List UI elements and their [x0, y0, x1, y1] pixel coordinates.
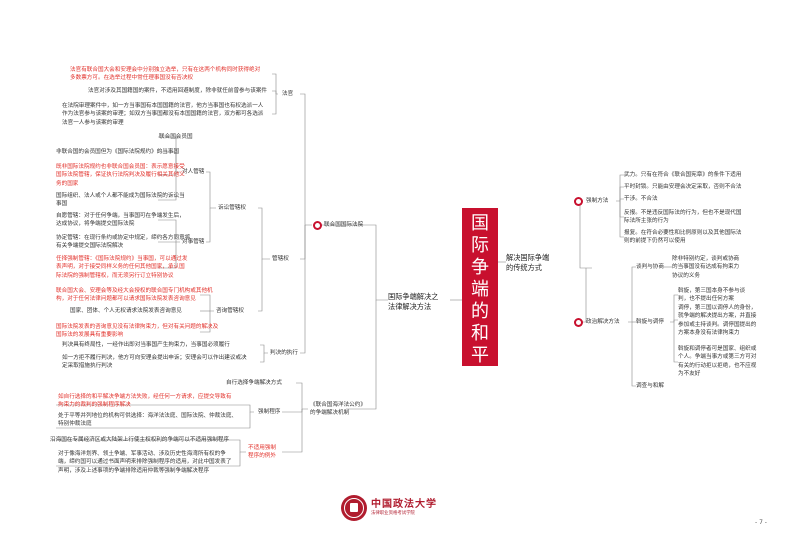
advisory-item-non-binding: 国际法院发表的咨询意见没有法律拘束力，但对有关问题的解决及 国际法的发展具有重要…	[56, 324, 219, 339]
judgment-item-security-council: 如一方拒不履行判决，他方可向安理会提出申诉；安理会可以作出建议或决 定采取措施执…	[62, 355, 247, 370]
good-offices-mediators-item: 斡旋和调停者可是国家、组织或 个人。争端当事方或第三方可对 有关的行动拒以拒绝，…	[678, 346, 757, 378]
icj-expand-icon[interactable]	[313, 221, 322, 230]
exception-item-declaration: 对于像海洋划界、领土争端、军事活动、涉及历史性海湾所有权的争 端，缔约国可以通过…	[58, 451, 232, 474]
good-offices-item: 斡旋，第三国本身不参与谈 判，也不提出任何方案	[678, 288, 746, 303]
exception-item-eez: 沿海国在专属经济区或大陆架上行使主权权利的争端可以不适用强制程序	[50, 437, 230, 443]
unclos-node: 《联合国海洋法公约》 的争端解决机制	[310, 402, 366, 416]
compulsory-exception-node: 不适用强制 程序的例外	[248, 445, 276, 459]
mediation-item: 调停，第三国以调停人的身份， 就争端的解决提出方案，并直接 参加或主持谈判。调停…	[678, 305, 757, 337]
advisory-item-requesters: 联合国大会、安理会等及经大会授权的联合国专门机构或其他机 构，对于任何法律问题都…	[56, 288, 213, 303]
judgment-execution-node: 判决的执行	[270, 350, 298, 356]
personal-jurisdiction-node: 对人管辖	[182, 169, 205, 175]
contentious-jurisdiction-node: 诉讼管辖权	[218, 205, 246, 211]
negotiation-node: 谈判与协商	[636, 264, 664, 270]
matters-item-voluntary: 自愿管辖：对于任何争端，当事国可在争端发生后， 达成协议，将争端提交国际法院	[56, 213, 185, 228]
negotiation-text: 除非特别约定，谈判或协商 的当事国没有达成有拘束力 协议的义务	[672, 256, 740, 279]
compulsory-item-forums: 处于平等并列地位的机构可供选择：海洋法法庭、国际法院、仲裁法庭、 特别仲裁法庭	[58, 413, 238, 428]
force-methods-expand-icon[interactable]	[574, 197, 583, 206]
advisory-item-no-private: 国家、团体、个人无权请求法院发表咨询意见	[70, 308, 182, 314]
jurisdiction-node: 管辖权	[272, 256, 289, 262]
political-methods-expand-icon[interactable]	[574, 318, 583, 327]
good-offices-node: 斡旋与调停	[636, 319, 664, 325]
force-methods-node: 强制方法	[586, 198, 609, 204]
matters-item-treaty: 协定管辖：在现行条约或协定中规定，缔约各方同意将 有关争端提交国际法院解决	[56, 235, 191, 250]
self-choice-node: 自行选择争端解决方式	[226, 380, 282, 386]
traditional-methods-node: 解决国际争端 的传统方式	[506, 253, 550, 272]
inquiry-conciliation-node: 调查与和解	[636, 383, 664, 389]
legal-methods-node: 国际争端解决之 法律解决方法	[388, 292, 439, 311]
persons-item-other-states: 既非国际法院规约也非联合国会员国：表示愿意接受 国际法院管辖，保证执行法院判决及…	[56, 164, 185, 187]
subject-matter-jurisdiction-node: 对事管辖	[182, 239, 205, 245]
judgment-item-final: 判决具有终局性，一经作出即对当事国产生拘束力，当事国必须履行	[62, 342, 230, 348]
logo-name: 中国政法大学	[371, 499, 437, 510]
icj-node: 联合国国际法院	[324, 222, 364, 228]
persons-item-no-organizations: 国际组织、法人或个人都不能成为国际法院的诉讼当 事国	[56, 193, 185, 208]
advisory-jurisdiction-node: 咨询管辖权	[216, 308, 244, 314]
compulsory-item-binding: 如自行选择的和平解决争端方法失败，经任何一方请求，应提交导致有 拘束力的裁判的强…	[58, 394, 232, 409]
force-item-intervention: 干涉。不合法	[624, 196, 658, 202]
political-methods-node: 政治解决方法	[586, 319, 620, 325]
force-item-retorsion: 反报。不是违反国际法的行为，但也不是现代国 际法所主张的行为	[624, 210, 742, 225]
force-item-armed-force: 武力。只有在符合《联合国宪章》的条件下适用	[624, 172, 742, 178]
logo-subtitle: 法律职业资格考试学院	[371, 511, 415, 516]
central-topic: 国际争 端的和 平解决	[462, 208, 498, 410]
compulsory-procedure-node: 强制程序	[258, 409, 281, 415]
university-seal-icon	[341, 495, 367, 521]
judges-no-recusal-text: 法官对涉及其国籍国的案件，不适用回避制度，除非就任前曾参与该案件	[88, 88, 268, 94]
judges-node: 法官	[282, 91, 294, 97]
page-number: - 7 -	[755, 519, 767, 526]
force-item-reprisal: 报复。在符合必要性和比例原则以及其他国际法 则的前提下仍然可以使用	[624, 230, 742, 245]
persons-item-un-members: 联合国会员国	[159, 134, 193, 140]
university-logo: 中国政法大学 法律职业资格考试学院	[341, 495, 437, 521]
judges-election-text: 法官有联合国大会和安理会中分别独立选举，只有在这两个机构同时获得绝对 多数票方可…	[70, 67, 261, 82]
persons-item-statute-parties: 非联合国的会员国但为《国际法院规约》的当事国	[56, 149, 180, 155]
matters-item-optional-clause: 任择强制管辖：《国际法院规约》当事国，可以通过发 表声明，对于接受同样义务的任何…	[56, 256, 188, 279]
force-item-blockade: 平时封锁。只能由安理会决定采取，否则不合法	[624, 184, 742, 190]
judges-ad-hoc-text: 在法院审理案件中，如一方当事国有本国国籍的法官，他方当事国也有权选派一人 作为法…	[62, 103, 264, 126]
